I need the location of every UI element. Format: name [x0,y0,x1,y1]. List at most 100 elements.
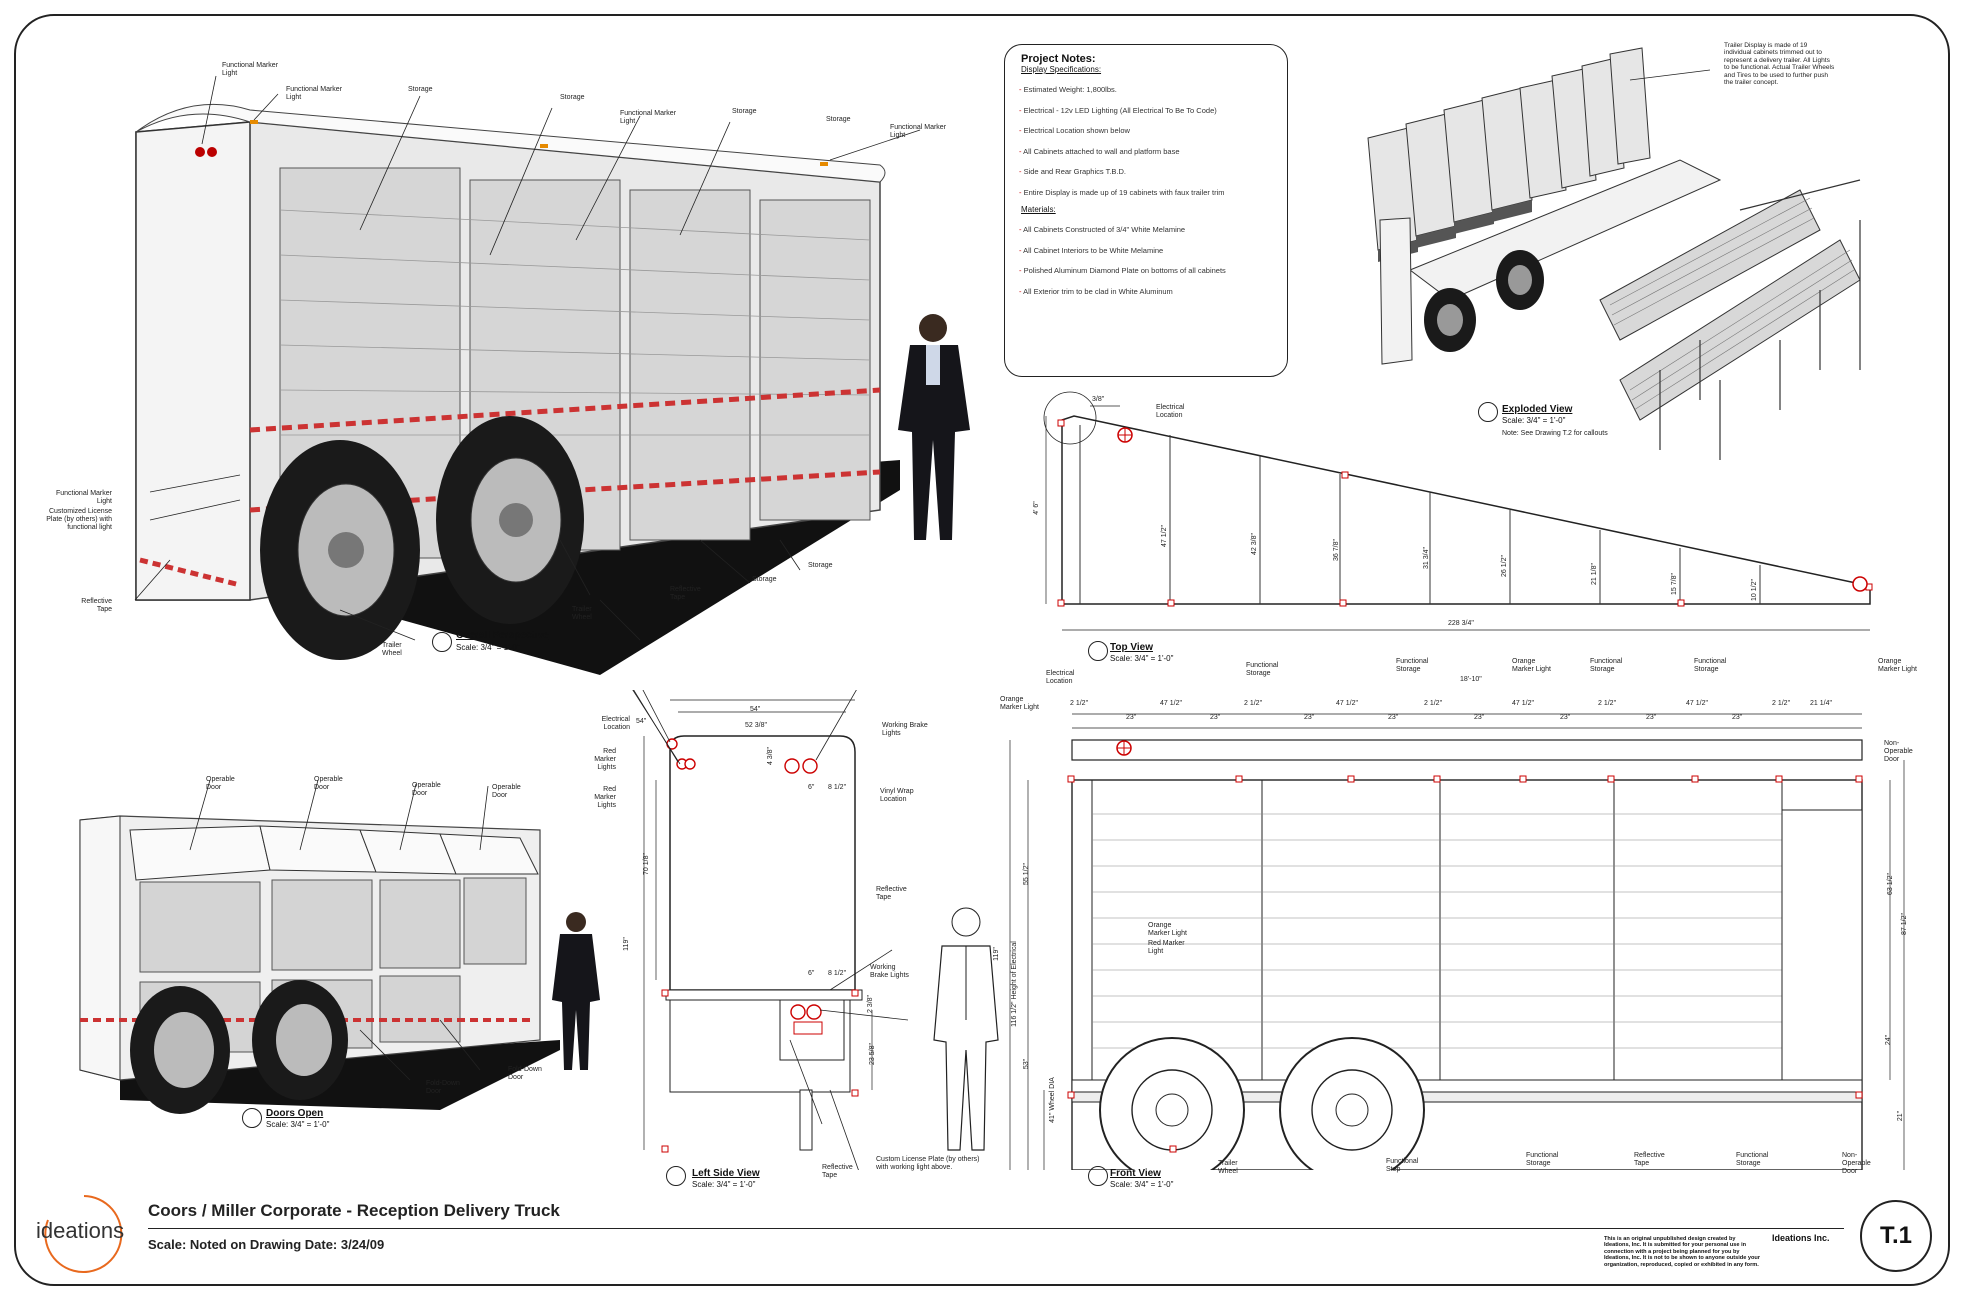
perspective-view-scale: Scale: 3/4" = 1'-0" [456,643,520,652]
dim-top-3-8: 3/8" [1092,396,1105,403]
callout-front-storage-5: Functional Storage [1526,1152,1559,1167]
front-view-title: Front View [1110,1168,1161,1179]
callout-storage-4: Storage [826,116,851,123]
front-electrical-location [1116,740,1132,756]
callout-operable-door-3: Operable Door [412,782,441,797]
reflective-tape-upper [249,387,881,433]
top-view-detail-circle [1043,391,1097,445]
dim-front-23-f: 23" [1560,714,1571,721]
callout-left-red-marker-1: Red Marker Lights [594,748,616,771]
dim-front-63-1-2: 63 1/2" [1886,873,1894,895]
design-disclaimer: This is an original unpublished design c… [1604,1236,1761,1268]
dim-top-26-1-2: 26 1/2" [1500,555,1508,577]
project-notes-box: Project Notes: Display Specifications: E… [1004,44,1288,377]
display-spec-list: Estimated Weight: 1,800lbs. Electrical -… [1019,80,1287,203]
callout-wheel-2: Trailer Wheel [572,606,592,621]
callout-wheel-1: Trailer Wheel [382,642,402,657]
callout-front-storage-3: Functional Storage [1590,658,1623,673]
doors-scale-figure [552,912,600,1070]
top-view-title: Top View [1110,642,1153,653]
spec-item: Entire Display is made up of 19 cabinets… [1019,183,1287,204]
top-view-outline [1061,415,1871,605]
callout-storage-1: Storage [408,86,433,93]
front-slats [1092,813,1782,1049]
callout-front-non-operable-1: Non-Operable Door [1884,740,1913,763]
dim-front-47-1-2-b: 47 1/2" [1336,700,1358,707]
exploded-leader [1629,69,1711,81]
callout-fml-4: Functional Marker Light [890,124,947,139]
callout-left-electrical: Electrical Location [601,716,630,731]
dim-left-70-1-8: 70 1/8" [642,853,650,875]
storage-panel-3 [629,189,751,541]
callout-front-electrical: Electrical Location [1046,670,1075,685]
callout-front-wheel: Trailer Wheel [1218,1160,1238,1175]
callout-storage-2: Storage [560,94,585,101]
front-markers [1067,775,1863,1153]
dim-left-54-top: 54" [750,706,761,713]
dim-top-31-3-4: 31 3/4" [1422,547,1430,569]
dim-front-18-10: 18'-10" [1460,676,1482,683]
dim-front-23-g: 23" [1646,714,1657,721]
top-view-marker [1088,641,1108,661]
dim-left-52-3-8: 52 3/8" [745,722,767,729]
left-view-scale: Scale: 3/4" = 1'-0" [692,1180,756,1189]
notes-subheading: Display Specifications: [1021,65,1102,74]
callout-operable-door-1: Operable Door [206,776,235,791]
dim-front-47-1-2-a: 47 1/2" [1160,700,1182,707]
perspective-wheel-2 [436,416,584,624]
perspective-wheel-1 [260,440,420,660]
dim-left-8-1-2-lower: 8 1/2" [828,970,847,977]
callout-left-brake-2: Working Brake Lights [870,964,909,979]
spec-item: Estimated Weight: 1,800lbs. [1019,80,1287,101]
doors-open-drawing [79,779,600,1114]
doors-leaders [189,779,489,1081]
exploded-view-drawing [1367,47,1861,460]
panel-slats [279,209,871,436]
exploded-base-frame [1379,159,1722,365]
dim-front-wheel-dia: 41" Wheel DIA [1048,1077,1056,1123]
callout-storage-6: Storage [808,562,833,569]
notes-heading: Project Notes: [1021,53,1096,65]
dim-front-23-c: 23" [1304,714,1315,721]
exploded-trim-pieces [1659,179,1861,460]
callout-left-red-marker-2: Red Marker Lights [594,786,616,809]
trailer-roof [135,103,886,183]
callout-fold-down-2: Fold-Down Door [508,1066,542,1081]
dim-front-23-b: 23" [1210,714,1221,721]
dim-top-42-3-8: 42 3/8" [1250,533,1258,555]
overall-perspective-drawing [134,75,970,675]
exploded-view-note: Note: See Drawing T.2 for callouts [1502,430,1608,437]
callout-top-electrical: Electrical Location [1156,404,1185,419]
left-view-license-light [793,1021,823,1035]
dim-top-228-3-4: 228 3/4" [1448,620,1474,627]
dim-left-4-3-8: 4 3/8" [767,746,775,766]
callout-left-brake-1: Working Brake Lights [882,722,928,737]
logo-wordmark: ideations [36,1218,125,1243]
left-view-platform [665,989,863,1001]
dim-front-21: 21" [1897,1110,1905,1122]
callout-fml-5: Functional Marker Light [55,490,112,505]
front-non-operable-door [1781,809,1863,1081]
dim-front-53: 53" [1023,1058,1031,1070]
callout-front-orange-2: Orange Marker Light [1512,658,1551,673]
front-dims [1009,713,1905,1170]
top-view-electrical-locations [1117,427,1868,592]
callout-left-reflective-2: Reflective Tape [822,1164,853,1179]
dim-left-119: 119" [622,937,630,951]
callout-operable-door-2: Operable Door [314,776,343,791]
dim-front-23-d: 23" [1388,714,1399,721]
dim-top-47-1-2: 47 1/2" [1160,525,1168,547]
material-item: All Cabinets Constructed of 3/4" White M… [1019,220,1287,241]
callout-left-reflective: Reflective Tape [876,886,907,901]
top-view-dim-lines [1045,405,1870,631]
callout-fml-1: Functional Marker Light [222,62,279,77]
dim-front-55-1-2: 55 1/2" [1022,863,1030,885]
callout-storage-5: Storage [752,576,777,583]
top-view-markers [1057,419,1873,607]
left-view-title: Left Side View [692,1168,760,1179]
materials-list: All Cabinets Constructed of 3/4" White M… [1019,220,1287,302]
sheet-number: T.1 [1860,1200,1932,1272]
front-cabinet-dividers [1091,780,1783,1080]
callout-front-orange-1: Orange Marker Light [1000,696,1039,711]
ideations-logo [44,1195,123,1273]
